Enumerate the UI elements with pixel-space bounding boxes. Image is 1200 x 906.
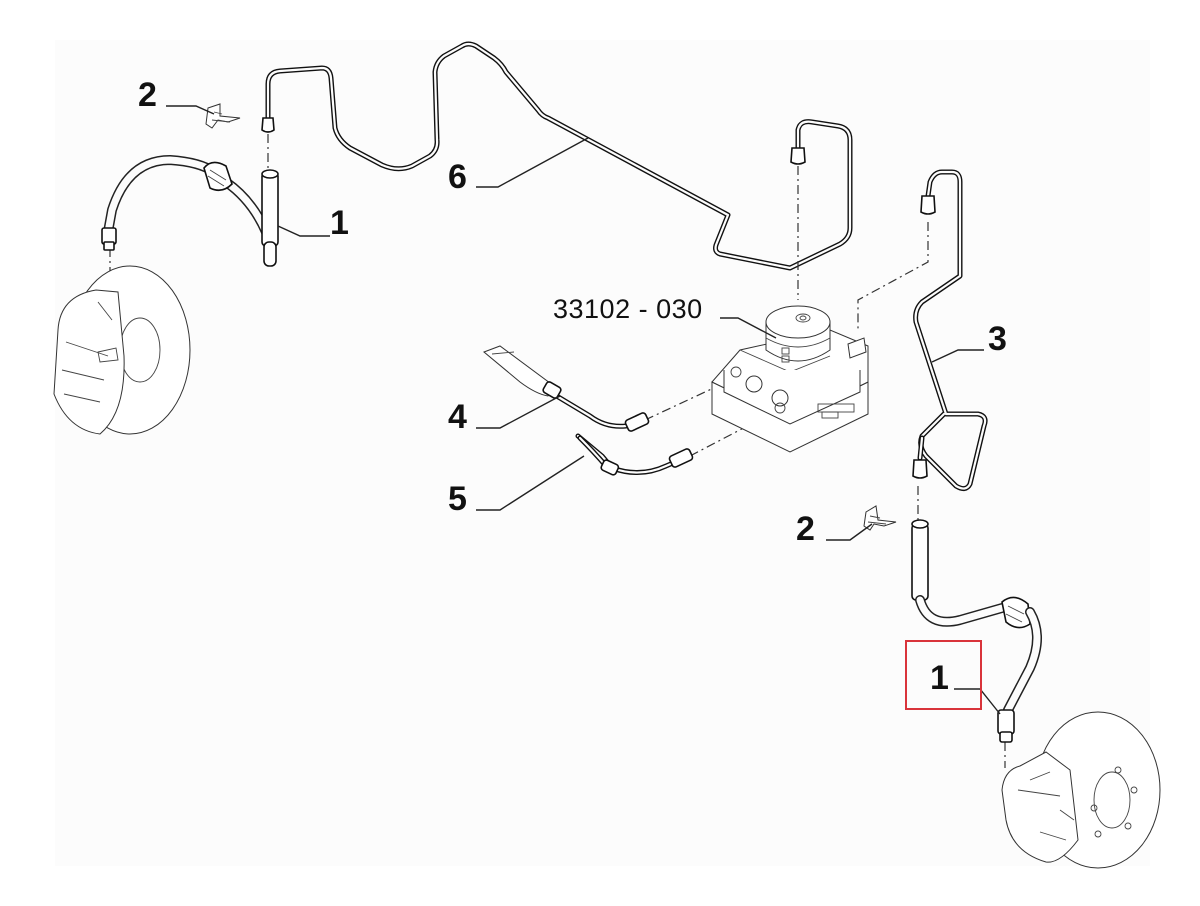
leader-3 bbox=[931, 349, 984, 363]
leader-2-left bbox=[166, 105, 215, 115]
callout-1-left[interactable]: 1 bbox=[330, 204, 349, 242]
callout-3[interactable]: 3 bbox=[988, 320, 1007, 358]
brake-hose-left[interactable] bbox=[101, 155, 279, 267]
hose-clip-left[interactable] bbox=[205, 103, 241, 129]
brake-disc-caliper-right bbox=[1001, 711, 1161, 869]
pipe-6-fitting-right bbox=[790, 147, 806, 165]
leader-6 bbox=[476, 137, 589, 188]
callout-leader-lines bbox=[166, 105, 1001, 715]
diagram-background bbox=[55, 40, 1150, 866]
highlight-box bbox=[905, 640, 982, 710]
callout-part-code[interactable]: 33102 - 030 bbox=[553, 294, 703, 324]
leader-2-right bbox=[826, 523, 873, 541]
pipe-3-fitting-top bbox=[920, 195, 936, 215]
pipe-6-fitting-left bbox=[261, 117, 275, 133]
callout-2-right[interactable]: 2 bbox=[796, 510, 815, 548]
callout-2-left[interactable]: 2 bbox=[138, 76, 157, 114]
leader-5 bbox=[476, 455, 585, 511]
brake-pipe-4[interactable] bbox=[483, 345, 650, 432]
callout-4[interactable]: 4 bbox=[448, 398, 467, 436]
pipe-3-fitting-bottom bbox=[912, 459, 928, 479]
brake-pipe-3[interactable] bbox=[912, 169, 988, 492]
callout-5[interactable]: 5 bbox=[448, 480, 467, 518]
brake-pipe-5[interactable] bbox=[575, 433, 694, 476]
brake-pipe-6[interactable] bbox=[261, 41, 853, 271]
abs-hydraulic-unit[interactable] bbox=[711, 305, 869, 453]
leader-code bbox=[720, 317, 777, 339]
assembly-guide-lines bbox=[109, 134, 1006, 768]
leader-4 bbox=[476, 395, 561, 429]
leader-1-left bbox=[277, 225, 330, 237]
callout-1-right-highlighted[interactable]: 1 bbox=[930, 659, 949, 697]
callout-6[interactable]: 6 bbox=[448, 158, 467, 196]
brake-hose-right[interactable] bbox=[911, 519, 1042, 743]
brake-disc-caliper-left bbox=[53, 265, 191, 435]
